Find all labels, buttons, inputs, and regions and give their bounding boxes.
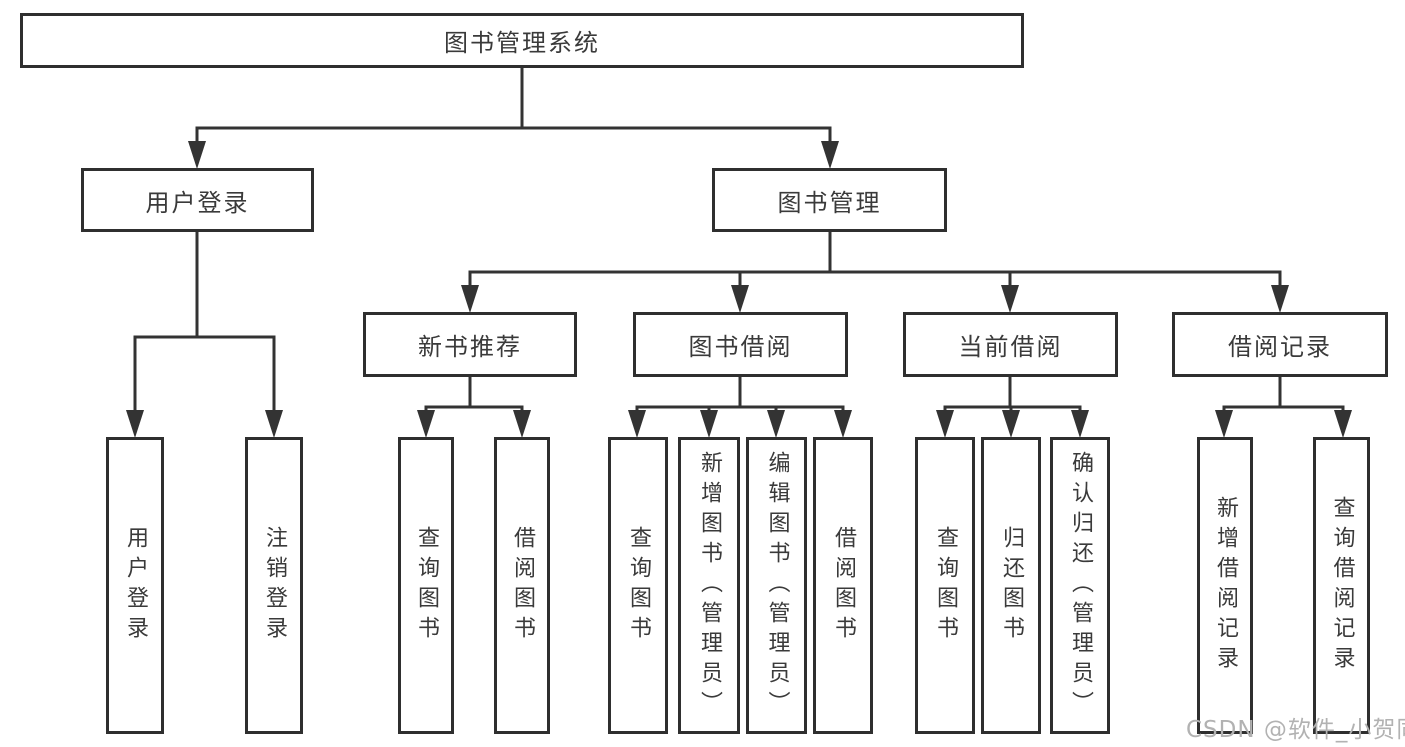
leaf-borrowing-query-books: 查询图书 (608, 437, 668, 734)
leaf-recommend-borrow-books-label: 借阅图书 (510, 525, 535, 646)
node-new-book-recommend-label: 新书推荐 (418, 333, 522, 361)
leaf-records-add-record-label: 新增借阅记录 (1213, 495, 1238, 676)
leaf-borrowing-edit-books-admin: 编辑图书（管理员） (746, 437, 807, 734)
leaf-user-login: 用户登录 (106, 437, 164, 734)
leaf-borrowing-borrow-books: 借阅图书 (813, 437, 873, 734)
leaf-records-query-record-label: 查询借阅记录 (1329, 495, 1355, 676)
leaf-current-query-books-label: 查询图书 (933, 525, 958, 646)
node-root-label: 图书管理系统 (444, 29, 600, 57)
leaf-borrowing-add-books-admin: 新增图书（管理员） (678, 437, 740, 734)
leaf-current-confirm-return-admin: 确认归还（管理员） (1050, 437, 1110, 734)
node-book-management-label: 图书管理 (777, 188, 882, 217)
connector-edges (133, 68, 1345, 414)
node-current-borrowing-label: 当前借阅 (958, 333, 1063, 361)
leaf-records-add-record: 新增借阅记录 (1197, 437, 1253, 734)
node-new-book-recommend: 新书推荐 (363, 312, 577, 377)
leaf-records-query-record: 查询借阅记录 (1313, 437, 1370, 734)
leaf-recommend-query-books-label: 查询图书 (414, 525, 439, 646)
node-book-borrowing: 图书借阅 (633, 312, 848, 377)
node-book-management: 图书管理 (712, 168, 947, 232)
node-root-library-management-system: 图书管理系统 (20, 13, 1024, 68)
node-current-borrowing: 当前借阅 (903, 312, 1118, 377)
leaf-borrowing-edit-books-admin-label: 编辑图书（管理员） (764, 450, 790, 721)
leaf-current-query-books: 查询图书 (915, 437, 975, 734)
leaf-user-login-label: 用户登录 (123, 525, 148, 646)
leaf-borrowing-query-books-label: 查询图书 (626, 525, 651, 646)
node-borrowing-records: 借阅记录 (1172, 312, 1388, 377)
leaf-borrowing-borrow-books-label: 借阅图书 (831, 525, 856, 646)
leaf-current-return-books: 归还图书 (981, 437, 1041, 734)
leaf-logout-login: 注销登录 (245, 437, 303, 734)
leaf-recommend-query-books: 查询图书 (398, 437, 454, 734)
node-user-login-label: 用户登录 (145, 188, 250, 217)
arrowheads (126, 141, 1352, 438)
leaf-recommend-borrow-books: 借阅图书 (494, 437, 550, 734)
csdn-watermark: CSDN @软件_小贺同学 (1186, 717, 1405, 743)
node-user-login: 用户登录 (81, 168, 314, 232)
node-book-borrowing-label: 图书借阅 (688, 333, 793, 361)
leaf-current-confirm-return-admin-label: 确认归还（管理员） (1068, 450, 1093, 721)
node-borrowing-records-label: 借阅记录 (1228, 333, 1332, 361)
leaf-current-return-books-label: 归还图书 (999, 525, 1024, 646)
leaf-borrowing-add-books-admin-label: 新增图书（管理员） (697, 450, 722, 721)
leaf-logout-login-label: 注销登录 (262, 525, 287, 646)
